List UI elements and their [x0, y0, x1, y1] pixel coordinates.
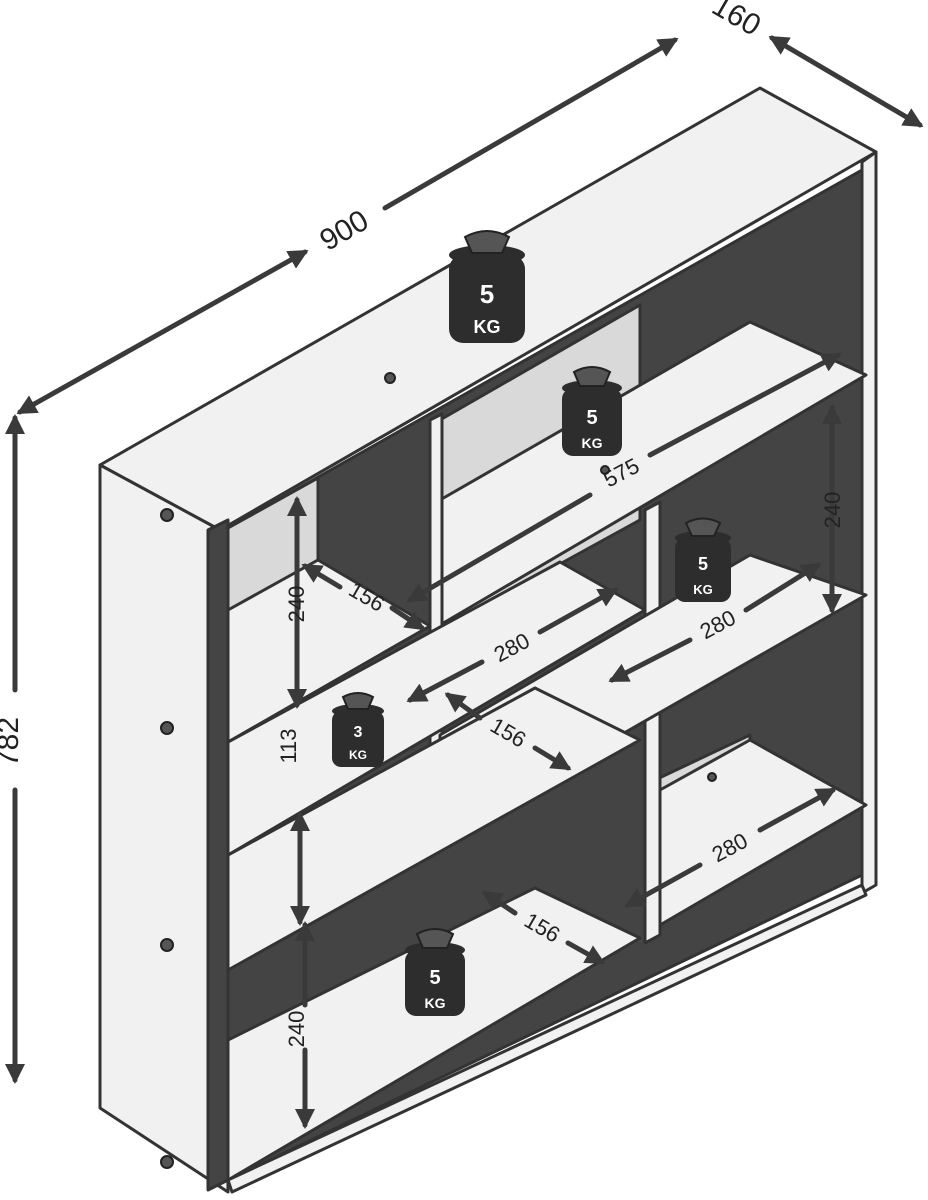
weight-value: 5 [429, 967, 440, 989]
left-side-panel [98, 463, 230, 1194]
upper-left-height-label: 240 [284, 586, 309, 623]
screw-icon [600, 465, 610, 475]
weight-value: 5 [480, 279, 494, 309]
weight-icon: 3 KG [332, 692, 384, 767]
screw-icon [160, 721, 174, 735]
weight-icon: 5 KG [449, 230, 525, 343]
right-side-panel [860, 150, 878, 895]
weight-value: 5 [698, 554, 708, 574]
upper-right-height-label: 240 [820, 492, 845, 529]
depth-label: 160 [706, 0, 766, 43]
shelf-lower-right [658, 738, 868, 927]
shelf-lower [226, 686, 642, 972]
bottom-edge [226, 883, 868, 1194]
weight-value: 3 [354, 724, 363, 741]
weight-unit: KG [582, 435, 603, 451]
weight-unit: KG [474, 317, 501, 337]
weight-icon: 5 KG [675, 517, 731, 602]
screw-icon [160, 508, 174, 522]
weight-unit: KG [349, 748, 367, 762]
screw-icon [160, 1155, 174, 1169]
screw-icon [384, 372, 396, 384]
small-compartment-height-label: 113 [276, 728, 301, 763]
shelf-unit [98, 86, 878, 1194]
weight-icon: 5 KG [562, 366, 622, 456]
divider-right [643, 500, 662, 945]
left-side-inner [206, 518, 230, 1192]
bottom-height-label: 240 [284, 1011, 309, 1048]
weight-unit: KG [693, 582, 713, 597]
width-label: 900 [314, 204, 374, 258]
screw-icon [707, 772, 717, 782]
weight-unit: KG [425, 995, 446, 1011]
screw-icon [160, 938, 174, 952]
weight-icon: 5 KG [405, 928, 465, 1016]
height-label: 782 [0, 717, 25, 767]
dimension-lines [5, 35, 924, 1129]
weight-value: 5 [586, 407, 597, 429]
